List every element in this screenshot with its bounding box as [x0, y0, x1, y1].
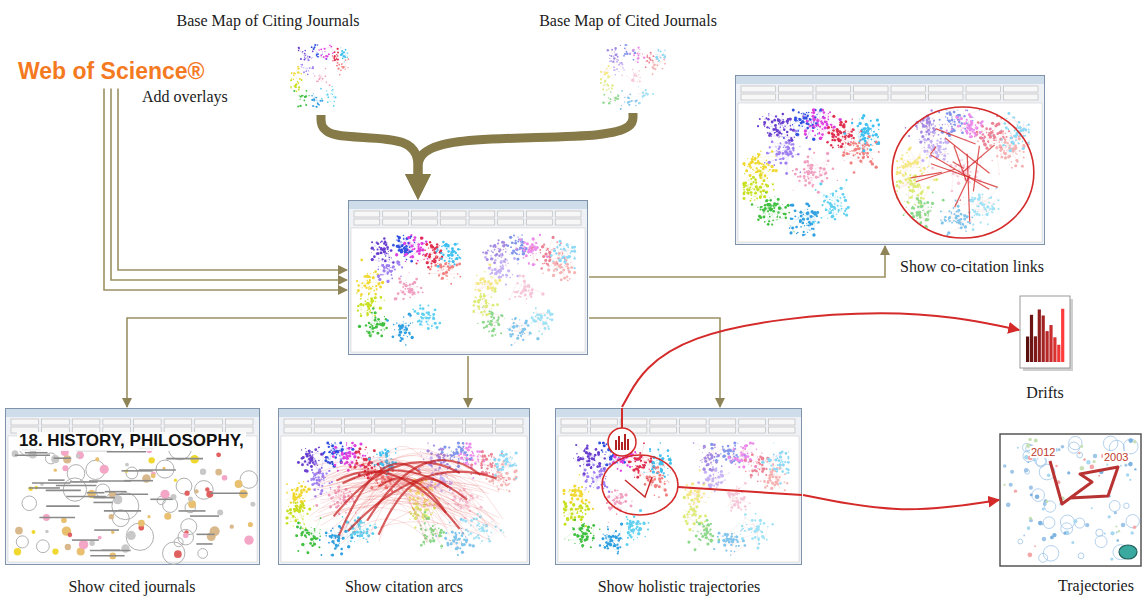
stage: Base Map of Citing JournalsBase Map of C…	[0, 0, 1144, 606]
